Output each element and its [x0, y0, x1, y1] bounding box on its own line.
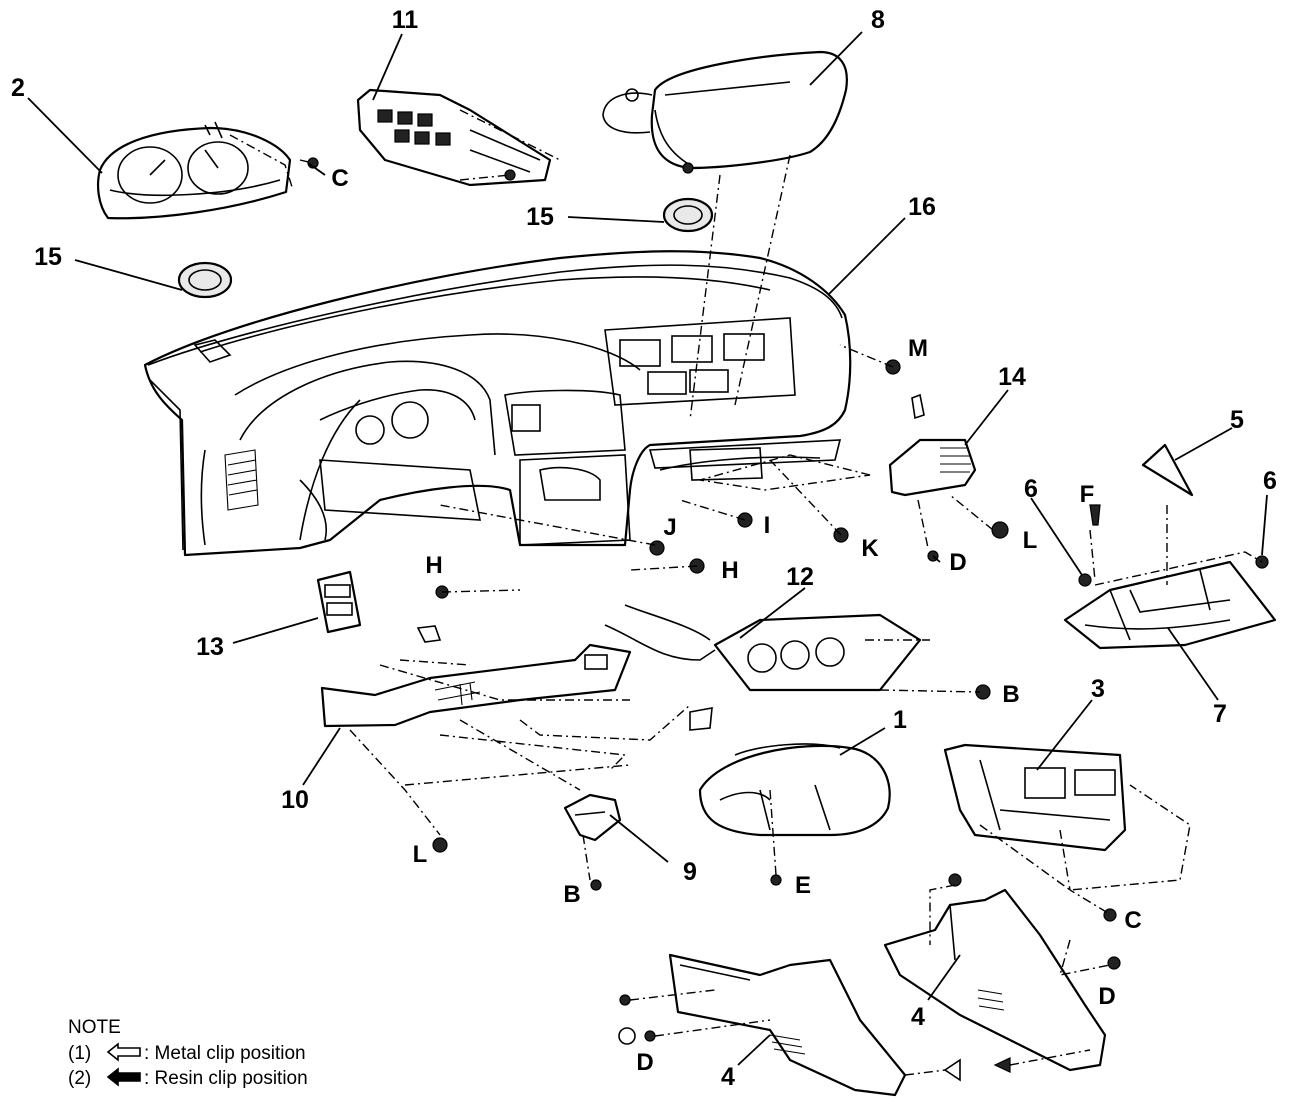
- callout-I: I: [764, 512, 771, 539]
- callout-4-left: 4: [721, 1063, 735, 1091]
- callout-13: 13: [196, 633, 224, 661]
- note-item-2-text: : Resin clip position: [144, 1068, 308, 1089]
- callout-11: 11: [392, 6, 419, 34]
- clip-cover-part-5: [1141, 443, 1194, 497]
- callout-L-left: L: [413, 841, 428, 868]
- callout-2: 2: [11, 74, 25, 102]
- callout-B-right: B: [1002, 681, 1019, 708]
- callout-4-right: 4: [911, 1003, 925, 1031]
- callout-15-left: 15: [34, 243, 62, 271]
- screw-F: [1089, 504, 1101, 526]
- instrument-panel-part-16: [143, 250, 852, 557]
- callout-F: F: [1080, 481, 1095, 508]
- callout-15-upper: 15: [526, 203, 554, 231]
- bracket-part-9: [563, 793, 622, 842]
- fasteners: [307, 157, 1121, 1082]
- under-cover-part-4-left: [668, 953, 907, 1097]
- callout-numbers: 11 2 8 15 15 16 14 5 6 6 7 12 13 10 1 3 …: [11, 6, 1277, 1091]
- callout-9: 9: [683, 858, 697, 886]
- callout-J: J: [663, 514, 676, 541]
- callout-10: 10: [281, 786, 309, 814]
- callout-E: E: [795, 872, 811, 899]
- callout-K: K: [861, 535, 879, 562]
- under-cover-part-4-right: [883, 888, 1107, 1072]
- glove-box-part-7: [1063, 560, 1277, 650]
- callout-L-right: L: [1023, 527, 1038, 554]
- callout-8: 8: [871, 6, 885, 34]
- callout-letters: C M F L D J I K H H B L B E C D D: [331, 165, 1141, 1076]
- note-item-1-text: : Metal clip position: [144, 1043, 306, 1064]
- heater-control-part-12: [604, 604, 922, 692]
- audio-unit-part-3: [943, 743, 1127, 852]
- callout-1: 1: [893, 706, 907, 734]
- callout-M: M: [908, 335, 928, 362]
- callout-6-left: 6: [1024, 475, 1038, 503]
- callout-3: 3: [1091, 675, 1105, 703]
- callout-14: 14: [998, 363, 1026, 391]
- lower-panel-part-10: [320, 625, 713, 731]
- note-item-2-number: (2): [68, 1068, 91, 1089]
- leader-lines: [27, 31, 1268, 1066]
- callout-D-upper: D: [949, 549, 966, 576]
- airbag-module-part-8: [602, 50, 848, 174]
- switch-part-13: [316, 570, 362, 634]
- callout-7: 7: [1213, 700, 1227, 728]
- note-title: NOTE: [68, 1017, 121, 1038]
- callout-H-left: H: [425, 552, 442, 579]
- meter-hood-part-1: [698, 743, 891, 837]
- resin-clip-arrow-icon: [106, 1067, 141, 1087]
- note-item-1-number: (1): [68, 1043, 91, 1064]
- assembly-lines: [229, 109, 1263, 1076]
- callout-H-right: H: [721, 557, 738, 584]
- clip-part-6-left: [1078, 573, 1092, 587]
- switch-panel-part-11: [356, 88, 552, 187]
- callout-C-lower: C: [1124, 907, 1141, 934]
- callout-5: 5: [1230, 406, 1244, 434]
- combination-meter-part-2: [97, 121, 292, 220]
- callout-D-left: D: [636, 1049, 653, 1076]
- callout-16: 16: [908, 193, 936, 221]
- side-trim-part-14: [888, 393, 977, 497]
- callout-12: 12: [786, 563, 814, 591]
- callout-D-right: D: [1098, 983, 1115, 1010]
- metal-clip-arrow-icon: [106, 1042, 141, 1062]
- speaker-cover-part-15-lower: [177, 261, 233, 299]
- note-legend: NOTE (1) : Metal clip position (2) : Res…: [68, 1017, 308, 1089]
- callout-6-right: 6: [1263, 467, 1277, 495]
- callout-C-upper: C: [331, 165, 348, 192]
- speaker-cover-part-15-upper: [662, 197, 714, 233]
- callout-B-left: B: [563, 881, 580, 908]
